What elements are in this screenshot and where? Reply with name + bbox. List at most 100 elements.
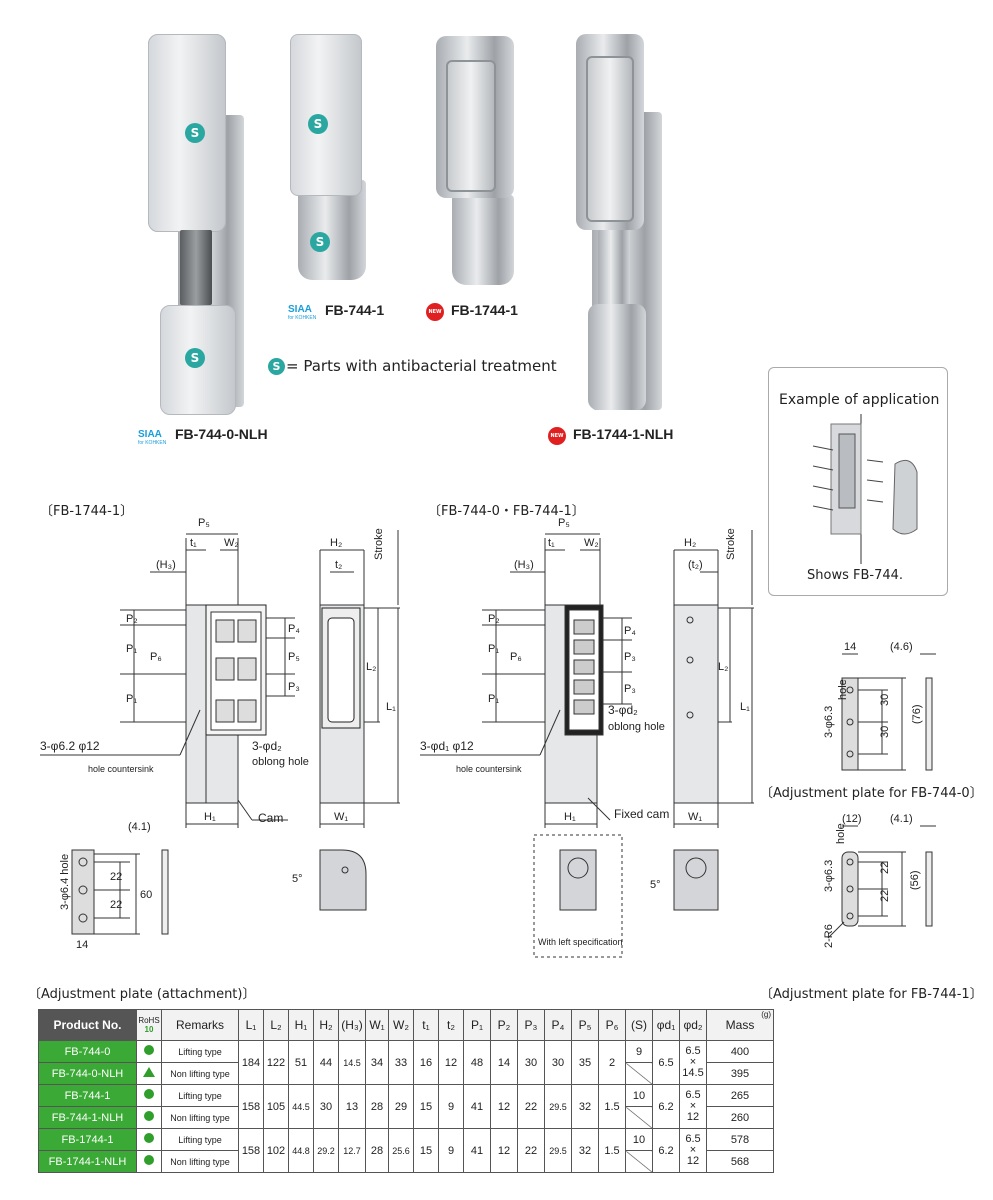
application-caption: Shows FB-744. bbox=[807, 568, 904, 583]
rohs-cell bbox=[136, 1062, 162, 1085]
cell-p5: 32 bbox=[571, 1128, 599, 1173]
cell-p6: 2 bbox=[598, 1040, 626, 1085]
cell-p6: 1.5 bbox=[598, 1128, 626, 1173]
cell-d2: 6.5×12 bbox=[679, 1128, 707, 1173]
col-w1: W₁ bbox=[365, 1009, 389, 1041]
dim-p1: P₁ bbox=[488, 693, 499, 705]
dim-l1: L₁ bbox=[740, 701, 750, 713]
cell-p2: 14 bbox=[490, 1040, 518, 1085]
product-no-cell: FB-744-0 bbox=[38, 1040, 137, 1063]
remark-cell: Non lifting type bbox=[161, 1062, 239, 1085]
cell-t2: 9 bbox=[438, 1128, 464, 1173]
rohs-dot-icon bbox=[144, 1111, 154, 1121]
drawing-fb-744: P₅ t₁ W₂ (H₃) H₂ (t₂) Stroke P₂ P₁ P₆ P₁… bbox=[420, 517, 765, 960]
col-remarks: Remarks bbox=[161, 1009, 239, 1041]
cell-s-blank bbox=[625, 1106, 653, 1129]
dim-w2: W₂ bbox=[224, 537, 239, 549]
dim-p4: P₄ bbox=[624, 625, 636, 637]
col-p1: P₁ bbox=[463, 1009, 491, 1041]
cell-p4: 29.5 bbox=[544, 1084, 572, 1129]
product-no-cell: FB-1744-1-NLH bbox=[38, 1150, 137, 1173]
plate-dim-22: 22 bbox=[110, 871, 122, 883]
oblong-note: 3-φd₂ bbox=[252, 739, 282, 753]
cell-l1: 158 bbox=[238, 1084, 264, 1129]
plate-drawing-fb-744-0: 14 (4.6) 3-φ6.3 hole 30 30 (76) bbox=[823, 641, 990, 780]
dim-p1: P₁ bbox=[126, 693, 137, 705]
antibacterial-badge: S bbox=[185, 123, 205, 143]
dim-p3: P₃ bbox=[624, 651, 636, 663]
rohs-dot-icon bbox=[144, 1133, 154, 1143]
cell-d1: 6.2 bbox=[652, 1084, 680, 1129]
cell-s: 10 bbox=[625, 1128, 653, 1151]
cell-p6: 1.5 bbox=[598, 1084, 626, 1129]
cell-p5: 35 bbox=[571, 1040, 599, 1085]
cell-s-blank bbox=[625, 1150, 653, 1173]
dim-t2: (t₂) bbox=[688, 559, 703, 571]
dim-p1: P₁ bbox=[488, 643, 499, 655]
remark-cell: Lifting type bbox=[161, 1084, 239, 1107]
cell-h3: 14.5 bbox=[338, 1040, 366, 1085]
cell-h1: 44.8 bbox=[288, 1128, 314, 1173]
plate-dim-22: 22 bbox=[110, 899, 122, 911]
cell-s: 9 bbox=[625, 1040, 653, 1063]
dim-l2: L₂ bbox=[366, 661, 376, 673]
dim-stroke: Stroke bbox=[725, 528, 737, 560]
hole-note: 3-φ6.2 φ12 bbox=[40, 739, 100, 753]
dim-w1: W₁ bbox=[688, 811, 702, 823]
col-l2: L₂ bbox=[263, 1009, 289, 1041]
table-row: FB-744-0 Lifting type 184 122 51 44 14.5… bbox=[38, 1040, 774, 1085]
cell-w2: 33 bbox=[388, 1040, 414, 1085]
plate-holes: 3-φ6.4 hole bbox=[59, 854, 71, 910]
antibacterial-badge: S bbox=[308, 114, 328, 134]
cell-d1: 6.2 bbox=[652, 1128, 680, 1173]
dim-p6: P₆ bbox=[510, 651, 522, 663]
cell-l2: 122 bbox=[263, 1040, 289, 1085]
cell-p4: 29.5 bbox=[544, 1128, 572, 1173]
mass-cell: 260 bbox=[706, 1106, 774, 1129]
col-p2: P₂ bbox=[490, 1009, 518, 1041]
product-no-cell: FB-744-1-NLH bbox=[38, 1106, 137, 1129]
cell-h3: 12.7 bbox=[338, 1128, 366, 1173]
col-h2: H₂ bbox=[313, 1009, 339, 1041]
dim-angle: 5° bbox=[650, 879, 661, 891]
left-spec-caption: With left specification bbox=[538, 937, 623, 947]
drawing-fb-1744-1: P₅ t₁ W₂ (H₃) H₂ t₂ Stroke P₂ P₁ P₆ P₁ P… bbox=[40, 517, 420, 950]
dim-p2: P₂ bbox=[126, 613, 138, 625]
cell-p2: 12 bbox=[490, 1128, 518, 1173]
hole-note-sub: hole countersink bbox=[456, 764, 522, 774]
plate-dim-30: 30 bbox=[879, 694, 891, 706]
cell-w2: 29 bbox=[388, 1084, 414, 1129]
cell-h3: 13 bbox=[338, 1084, 366, 1129]
table-row: FB-744-0-NLH Non lifting type 395 bbox=[38, 1062, 774, 1085]
dim-t2: t₂ bbox=[335, 559, 342, 571]
antibacterial-badge: S bbox=[310, 232, 330, 252]
caption-plate-attachment: 〔Adjustment plate (attachment)〕 bbox=[28, 987, 256, 1002]
col-h1: H₁ bbox=[288, 1009, 314, 1041]
plate-holes: 3-φ6.3 bbox=[823, 706, 835, 738]
col-p6: P₆ bbox=[598, 1009, 626, 1041]
cell-s-blank bbox=[625, 1062, 653, 1085]
cell-h1: 51 bbox=[288, 1040, 314, 1085]
antibacterial-badge: S bbox=[268, 358, 285, 375]
dim-p5: P₅ bbox=[198, 517, 210, 529]
cam-label: Cam bbox=[258, 811, 283, 825]
mass-cell: 400 bbox=[706, 1040, 774, 1063]
plate-hole-word: hole bbox=[837, 679, 849, 700]
rohs-cell bbox=[136, 1128, 162, 1151]
label-fb-744-1: FB-744-1 bbox=[325, 302, 385, 318]
col-d2: φd₂ bbox=[679, 1009, 707, 1041]
plate-thickness: (4.1) bbox=[128, 821, 151, 833]
cell-t1: 15 bbox=[413, 1084, 439, 1129]
plate-dim-60: 60 bbox=[140, 889, 152, 901]
cell-p4: 30 bbox=[544, 1040, 572, 1085]
cell-l1: 184 bbox=[238, 1040, 264, 1085]
table-row: FB-1744-1-NLH Non lifting type 568 bbox=[38, 1150, 774, 1173]
mass-cell: 578 bbox=[706, 1128, 774, 1151]
cell-p1: 41 bbox=[463, 1128, 491, 1173]
drawing-title-fb-1744-1: 〔FB-1744-1〕 bbox=[40, 504, 134, 519]
plate-radius: 2-R6 bbox=[823, 924, 835, 948]
rohs-cell bbox=[136, 1150, 162, 1173]
cell-w2: 25.6 bbox=[388, 1128, 414, 1173]
